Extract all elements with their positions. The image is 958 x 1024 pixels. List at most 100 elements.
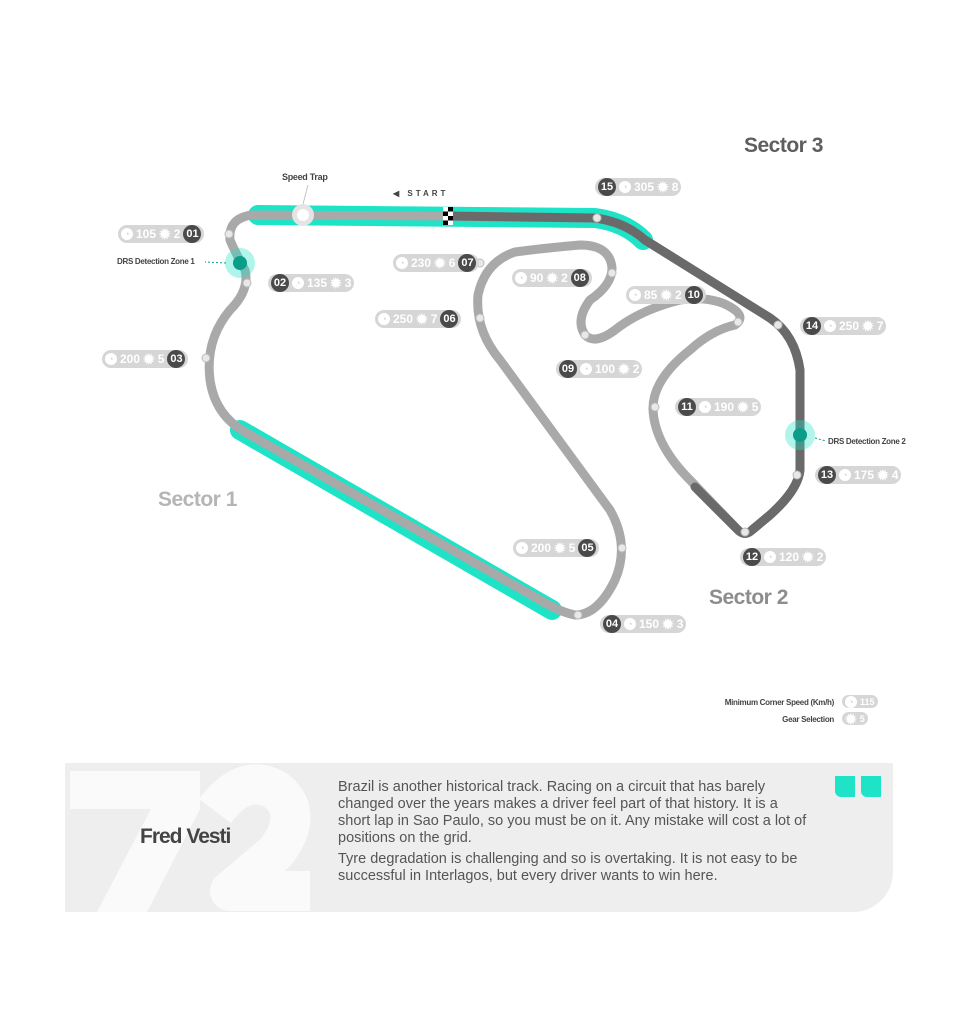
min-speed: 250 — [839, 319, 860, 333]
gear-icon: ✹ — [802, 549, 814, 565]
sector-1-label: Sector 1 — [158, 488, 237, 511]
driver-name: Fred Vesti — [140, 825, 231, 848]
corner-label-15: 15◔305✹8 — [595, 178, 682, 196]
gear-value: 4 — [891, 468, 899, 482]
drs-zone-1-label: DRS Detection Zone 1 — [117, 257, 195, 266]
corner-dot-09 — [580, 330, 590, 340]
min-speed: 200 — [531, 541, 552, 555]
min-speed: 200 — [120, 352, 141, 366]
corner-dot-05 — [617, 543, 627, 553]
gear-value: 2 — [816, 550, 824, 564]
min-speed: 90 — [530, 271, 544, 285]
gear-value: 2 — [173, 227, 181, 241]
corner-dot-15 — [592, 213, 602, 223]
min-speed: 100 — [595, 362, 616, 376]
quote-paragraph: Brazil is another historical track. Raci… — [338, 779, 807, 846]
corner-label-14: 14◔250✹7 — [800, 317, 887, 335]
gear-value: 2 — [675, 288, 682, 302]
gear-icon: ✹ — [546, 270, 559, 286]
speedometer-icon: ◔ — [845, 695, 857, 708]
corner-label-13: 13◔175✹4 — [815, 466, 902, 484]
min-speed: 85 — [644, 288, 658, 302]
driver-card: Fred Vesti Brazil is another historical … — [65, 763, 893, 912]
speedometer-icon: ◔ — [292, 277, 304, 289]
gear-value: 2 — [561, 271, 568, 285]
corner-dot-06 — [475, 313, 485, 323]
turn-number: 13 — [818, 466, 836, 484]
speedometer-icon: ◔ — [699, 401, 711, 413]
turn-number: 12 — [743, 548, 761, 566]
gear-value: 5 — [751, 400, 759, 414]
speedometer-icon: ◔ — [105, 353, 117, 365]
turn-number: 03 — [167, 350, 186, 368]
corner-dot-10 — [733, 317, 743, 327]
start-label: ◀ START — [393, 189, 449, 198]
turn-number: 06 — [440, 310, 459, 328]
min-speed: 175 — [854, 468, 875, 482]
turn-number: 09 — [559, 360, 577, 378]
turn-number: 11 — [678, 398, 696, 416]
gear-icon: ✹ — [554, 540, 566, 556]
speedometer-icon: ◔ — [378, 313, 390, 325]
corner-dot-11 — [650, 402, 660, 412]
min-speed: 150 — [639, 617, 660, 631]
corner-label-02: 02◔135✹3 — [268, 274, 355, 292]
corner-dot-02 — [242, 278, 252, 288]
speedometer-icon: ◔ — [580, 363, 592, 375]
gear-value: 8 — [671, 180, 679, 194]
gear-icon: ✹ — [845, 710, 857, 727]
car-number-graphic — [70, 764, 311, 912]
gear-value: 3 — [676, 617, 684, 631]
corner-dot-14 — [773, 320, 783, 330]
min-speed: 105 — [136, 227, 157, 241]
turn-number: 14 — [803, 317, 821, 335]
min-speed: 135 — [307, 276, 328, 290]
corner-label-04: 04◔150✹3 — [600, 615, 687, 633]
gear-value: 5 — [157, 352, 165, 366]
speedometer-icon: ◔ — [121, 228, 133, 240]
gear-value: 7 — [876, 319, 884, 333]
gear-value: 5 — [568, 541, 576, 555]
speedometer-icon: ◔ — [629, 289, 641, 301]
min-speed: 120 — [779, 550, 800, 564]
speedometer-icon: ◔ — [824, 320, 836, 332]
gear-icon: ✹ — [330, 275, 342, 291]
gear-icon: ✹ — [416, 311, 428, 327]
turn-number: 02 — [271, 274, 289, 292]
gear-icon: ✹ — [618, 361, 630, 377]
min-speed: 230 — [411, 256, 432, 270]
gear-icon: ✹ — [862, 318, 874, 334]
gear-icon: ✹ — [434, 255, 446, 271]
speed-trap-label: Speed Trap — [282, 172, 328, 182]
speedometer-icon: ◔ — [619, 181, 631, 193]
turn-number: 08 — [570, 269, 589, 287]
corner-dot-01 — [224, 229, 234, 239]
gear-value: 7 — [430, 312, 438, 326]
corner-dot-03 — [201, 353, 211, 363]
legend-gear-pill: ✹5 — [842, 710, 868, 727]
quote-paragraph: Tyre degradation is challenging and so i… — [338, 851, 798, 884]
corner-dot-13 — [792, 470, 802, 480]
turn-number: 01 — [183, 225, 202, 243]
gear-icon: ✹ — [657, 179, 669, 195]
speedometer-icon: ◔ — [839, 469, 851, 481]
gear-icon: ✹ — [877, 467, 889, 483]
legend-gear-label: Gear Selection — [782, 715, 834, 724]
turn-number: 10 — [684, 286, 703, 304]
turn-number: 05 — [578, 539, 597, 557]
driver-quote: Brazil is another historical track. Raci… — [338, 779, 808, 889]
quote-mark-icon — [835, 776, 855, 797]
corner-dot-04 — [573, 610, 583, 620]
gear-value: 6 — [448, 256, 456, 270]
gear-value: 2 — [632, 362, 640, 376]
min-speed: 250 — [393, 312, 414, 326]
turn-number: 04 — [603, 615, 621, 633]
turn-number: 15 — [598, 178, 616, 196]
corner-label-11: 11◔190✹5 — [675, 398, 762, 416]
